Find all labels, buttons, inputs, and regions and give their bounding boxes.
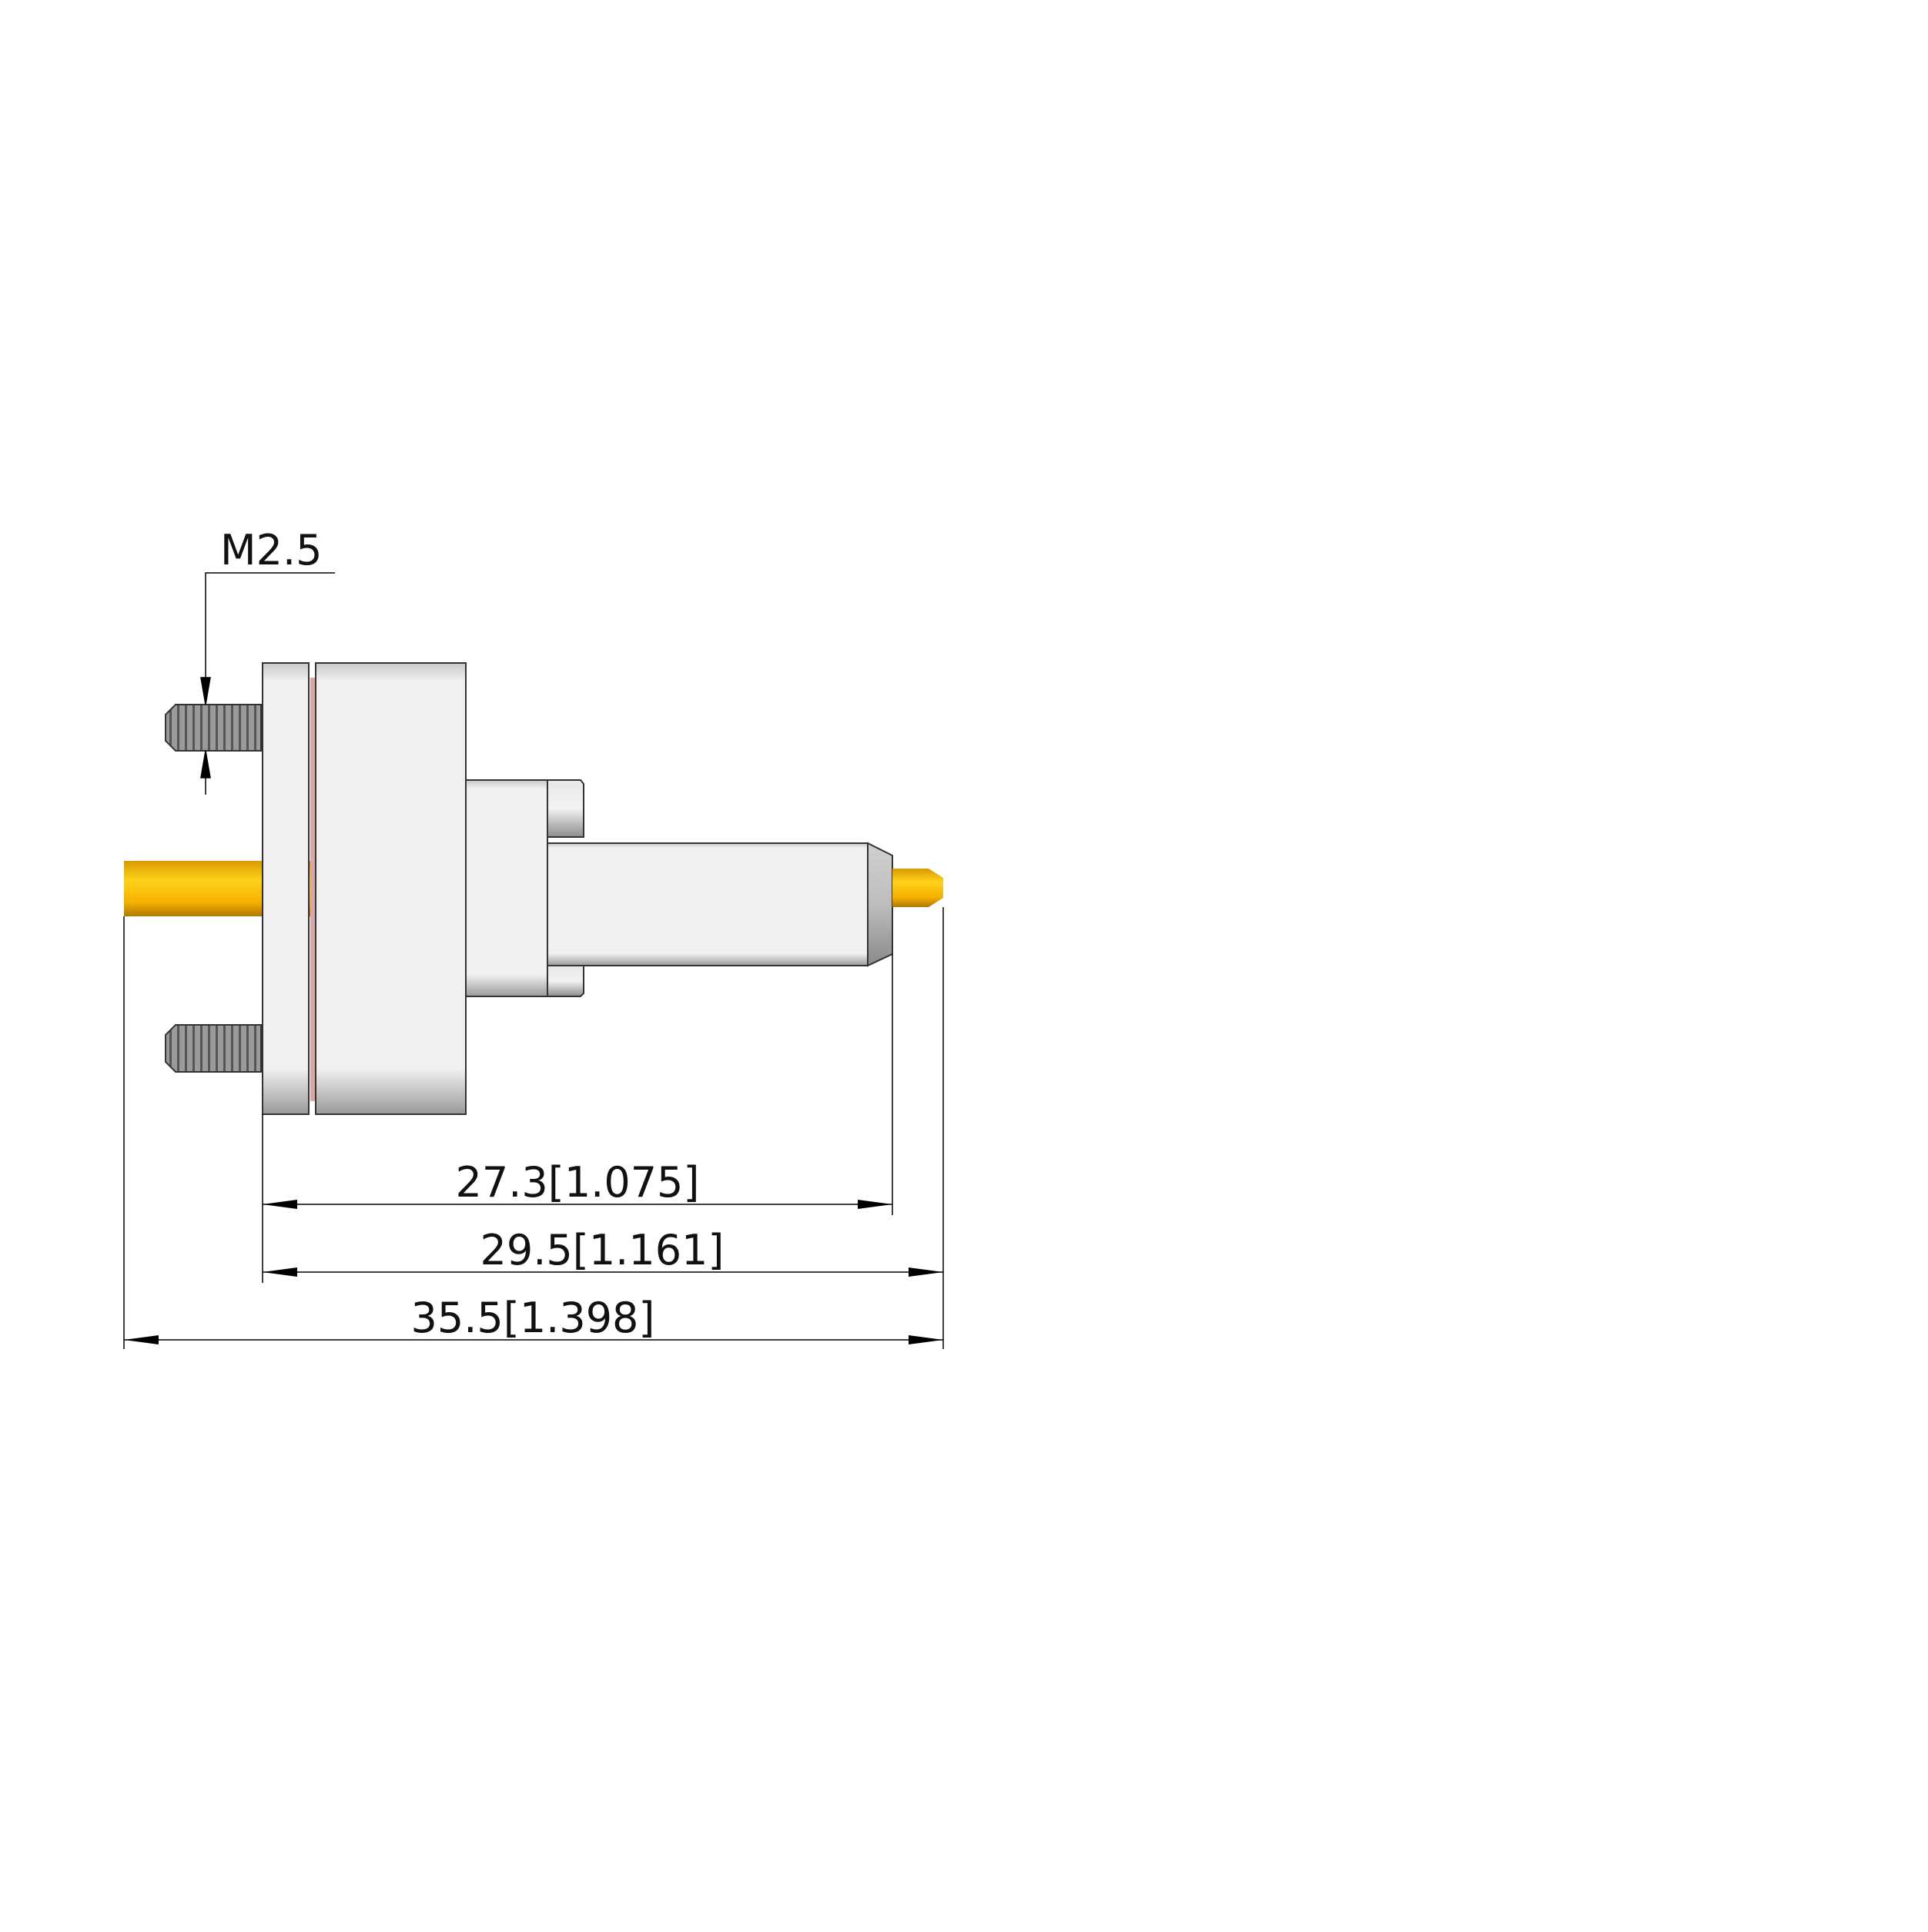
- gold-pin-tip: [892, 869, 943, 907]
- extension-lines: [123, 907, 944, 1349]
- dimension-label: 35.5[1.398]: [411, 1294, 655, 1342]
- thread-size-label: M2.5: [220, 526, 322, 574]
- body-block: [465, 779, 548, 997]
- boss-top: [547, 779, 584, 838]
- flange-plate-thick: [315, 662, 467, 1115]
- dimension-29-5: 29.5[1.161]: [263, 1226, 943, 1277]
- dimension-27-3: 27.3[1.075]: [263, 1158, 892, 1209]
- screw-bottom: [165, 1024, 262, 1073]
- thread-callout: [200, 572, 335, 795]
- gasket: [310, 678, 315, 1101]
- dimension-label: 27.3[1.075]: [456, 1158, 700, 1207]
- dimension-label: 29.5[1.161]: [480, 1226, 725, 1274]
- dimension-35-5: 35.5[1.398]: [124, 1294, 943, 1344]
- screw-top: [165, 704, 262, 752]
- shaft-chamfer: [867, 842, 893, 967]
- boss-bottom: [547, 965, 584, 997]
- shaft: [547, 842, 869, 966]
- flange-plate-thin: [262, 662, 310, 1115]
